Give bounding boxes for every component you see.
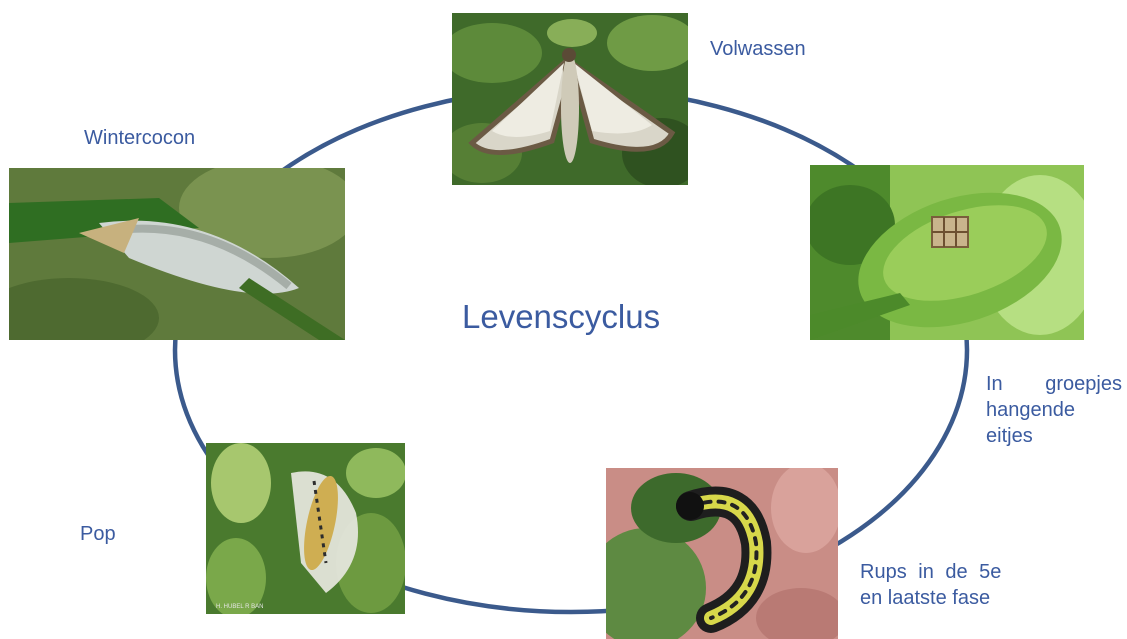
adult-moth-photo <box>452 13 688 185</box>
pupa-photo-watermark: H. HUBEL R BAN <box>216 604 263 610</box>
cycle-title: Levenscyclus <box>462 298 660 336</box>
larva-photo <box>606 468 838 639</box>
stage-label-pupa: Pop <box>80 521 116 547</box>
pupa-photo: H. HUBEL R BAN <box>206 443 405 614</box>
eggs-label-line-1: In groepjes <box>986 371 1122 397</box>
stage-label-larva: Rups in de 5e en laatste fase <box>860 559 1001 611</box>
eggs-label-line-2: hangende <box>986 397 1122 423</box>
eggs-photo <box>810 165 1084 340</box>
stage-label-adult: Volwassen <box>710 36 806 62</box>
larva-label-line-1: Rups in de 5e <box>860 559 1001 585</box>
stage-label-cocoon: Wintercocon <box>84 125 195 151</box>
larva-label-line-2: en laatste fase <box>860 585 1001 611</box>
winter-cocoon-photo <box>9 168 345 340</box>
eggs-label-line-3: eitjes <box>986 423 1122 449</box>
stage-label-eggs: In groepjes hangende eitjes <box>986 371 1122 449</box>
